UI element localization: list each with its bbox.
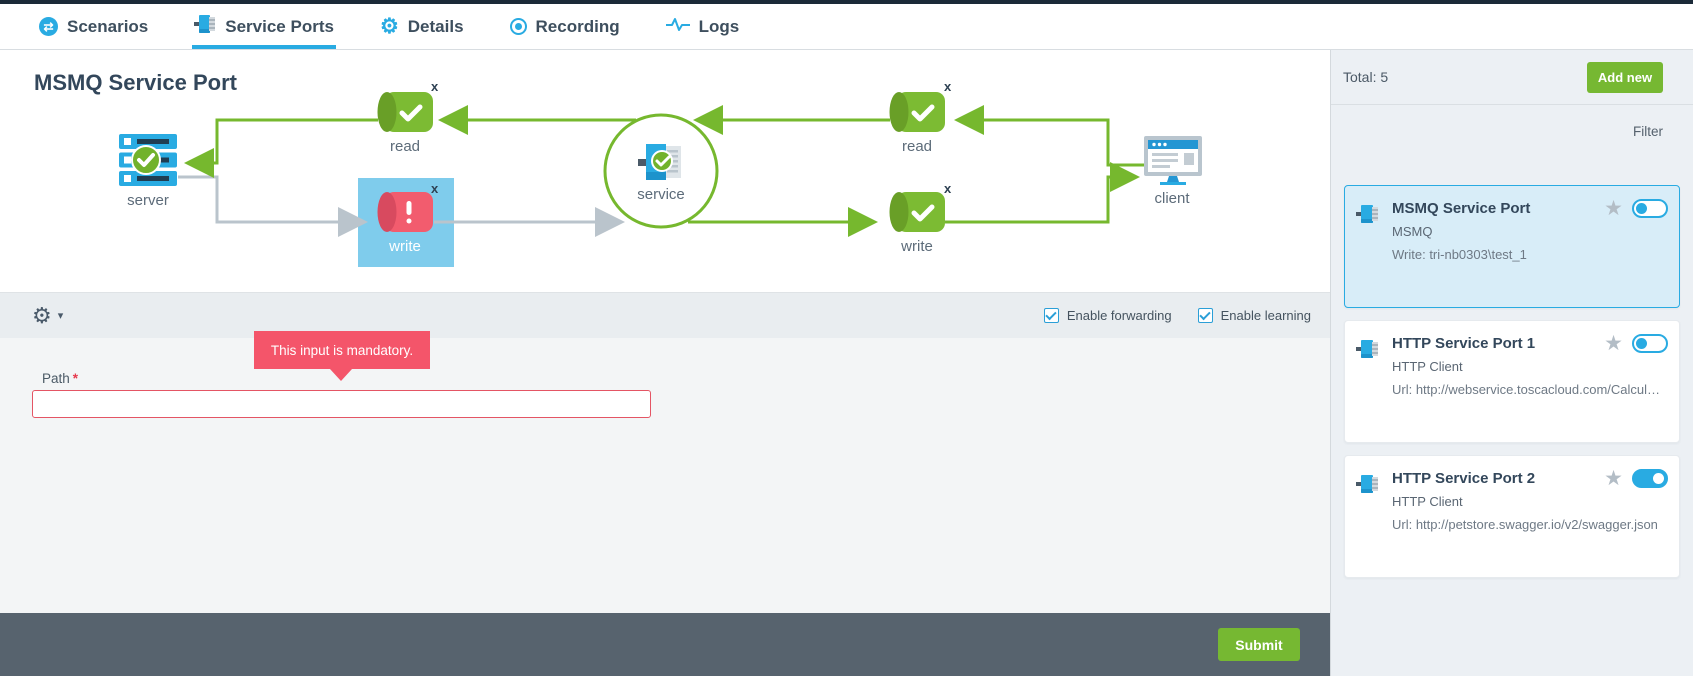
card-title: HTTP Service Port 1 — [1392, 335, 1536, 352]
star-icon[interactable]: ★ — [1604, 467, 1623, 490]
plug-icon — [1356, 338, 1380, 365]
card-detail: Url: http://petstore.swagger.io/v2/swagg… — [1392, 517, 1658, 532]
submit-button[interactable]: Submit — [1218, 628, 1300, 661]
write-left-label: write — [389, 238, 421, 255]
service-port-card-msmq[interactable]: MSMQ Service Port MSMQ Write: tri-nb0303… — [1344, 185, 1680, 308]
service-icon — [638, 144, 681, 180]
toggle-knob — [1636, 203, 1647, 214]
tab-label: Logs — [698, 16, 740, 36]
path-field-label: Path* — [42, 371, 79, 386]
enable-forwarding-group: Enable forwarding — [1043, 308, 1172, 323]
tab-service-ports[interactable]: Service Ports — [192, 4, 336, 49]
toggle-knob — [1636, 338, 1647, 349]
write-right-node[interactable] — [889, 192, 946, 232]
tab-label: Recording — [535, 16, 620, 36]
card-detail: Write: tri-nb0303\test_1 — [1392, 247, 1527, 262]
tab-recording[interactable]: Recording — [509, 4, 620, 49]
read-left-node[interactable] — [377, 92, 434, 132]
tab-label: Scenarios — [67, 16, 149, 36]
required-mark: * — [72, 371, 79, 386]
enable-learning-label: Enable learning — [1220, 308, 1311, 323]
service-node[interactable] — [603, 113, 719, 229]
star-icon[interactable]: ★ — [1604, 197, 1623, 220]
flow-line-server-to-write — [178, 175, 368, 237]
main-nav: ⇄ Scenarios Service Ports ⚙ Details Reco… — [0, 4, 1693, 50]
star-icon[interactable]: ★ — [1604, 332, 1623, 355]
plug-icon — [1356, 203, 1380, 230]
toggle-knob — [1653, 473, 1664, 484]
tab-label: Service Ports — [225, 16, 334, 36]
close-icon[interactable]: x — [944, 79, 952, 94]
main-panel: MSMQ Service Port — [0, 50, 1330, 676]
card-subtitle: HTTP Client — [1392, 359, 1463, 374]
card-title: HTTP Service Port 2 — [1392, 470, 1536, 487]
service-port-card-http1[interactable]: HTTP Service Port 1 HTTP Client Url: htt… — [1344, 320, 1680, 443]
diagram-toolbar: ⚙ ▾ Enable forwarding Enable learning — [0, 292, 1330, 338]
gear-icon: ⚙ — [32, 302, 52, 328]
page-title: MSMQ Service Port — [34, 70, 237, 95]
tab-scenarios[interactable]: ⇄ Scenarios — [39, 4, 148, 49]
service-ports-sidebar: Total: 5 Add new Filter MSMQ Service Por… — [1330, 50, 1693, 676]
record-icon — [509, 18, 527, 35]
card-detail: Url: http://webservice.toscacloud.com/Ca… — [1392, 382, 1664, 397]
tab-logs[interactable]: Logs — [664, 4, 740, 49]
service-port-card-http2[interactable]: HTTP Service Port 2 HTTP Client Url: htt… — [1344, 455, 1680, 578]
window-top-strip — [0, 0, 1693, 4]
server-icon — [119, 134, 177, 186]
client-icon — [1144, 136, 1202, 185]
read-right-node[interactable] — [889, 92, 946, 132]
close-icon[interactable]: x — [431, 79, 439, 94]
write-right-label: write — [901, 238, 933, 255]
path-input[interactable] — [32, 390, 651, 418]
enable-learning-group: Enable learning — [1197, 308, 1311, 323]
sidebar-header: Total: 5 Add new — [1331, 50, 1693, 105]
add-new-button[interactable]: Add new — [1587, 61, 1663, 93]
card-title: MSMQ Service Port — [1392, 200, 1531, 217]
flow-line-read-to-server — [184, 118, 378, 178]
filter-label[interactable]: Filter — [1633, 124, 1663, 139]
read-right-label: read — [901, 138, 933, 155]
flow-line-write-to-client — [945, 162, 1140, 224]
gear-icon: ⚙ — [379, 15, 399, 38]
enable-toggle[interactable] — [1632, 469, 1668, 488]
plug-icon — [1356, 473, 1380, 500]
close-icon[interactable]: x — [944, 181, 952, 196]
tab-label: Details — [407, 16, 464, 36]
total-count: Total: 5 — [1343, 69, 1389, 85]
write-left-node[interactable] — [377, 192, 434, 232]
close-icon[interactable]: x — [431, 181, 439, 196]
flow-line-client-to-read — [954, 105, 1145, 167]
card-subtitle: MSMQ — [1392, 224, 1433, 239]
service-port-list: MSMQ Service Port MSMQ Write: tri-nb0303… — [1331, 158, 1693, 578]
enable-toggle[interactable] — [1632, 199, 1668, 218]
flow-canvas — [119, 92, 1202, 267]
read-left-label: read — [389, 138, 421, 155]
enable-toggle[interactable] — [1632, 334, 1668, 353]
tab-details[interactable]: ⚙ Details — [380, 4, 464, 49]
service-port-diagram: MSMQ Service Port — [0, 50, 1330, 292]
pulse-icon — [664, 16, 691, 37]
enable-forwarding-checkbox[interactable] — [1043, 308, 1059, 323]
plug-icon — [194, 14, 216, 39]
card-subtitle: HTTP Client — [1392, 494, 1463, 509]
filter-row: Filter — [1331, 105, 1693, 158]
server-label: server — [127, 192, 169, 209]
enable-learning-checkbox[interactable] — [1197, 308, 1213, 323]
service-label: service — [637, 186, 685, 203]
chevron-down-icon: ▾ — [57, 310, 64, 322]
enable-forwarding-label: Enable forwarding — [1066, 308, 1172, 323]
validation-tooltip: This input is mandatory. — [254, 331, 430, 381]
service-port-form: This input is mandatory. Path* — [0, 331, 1330, 613]
form-footer: Submit — [0, 613, 1330, 676]
sync-icon: ⇄ — [39, 17, 58, 36]
settings-dropdown-button[interactable]: ⚙ ▾ — [32, 302, 64, 328]
client-label: client — [1154, 190, 1190, 207]
